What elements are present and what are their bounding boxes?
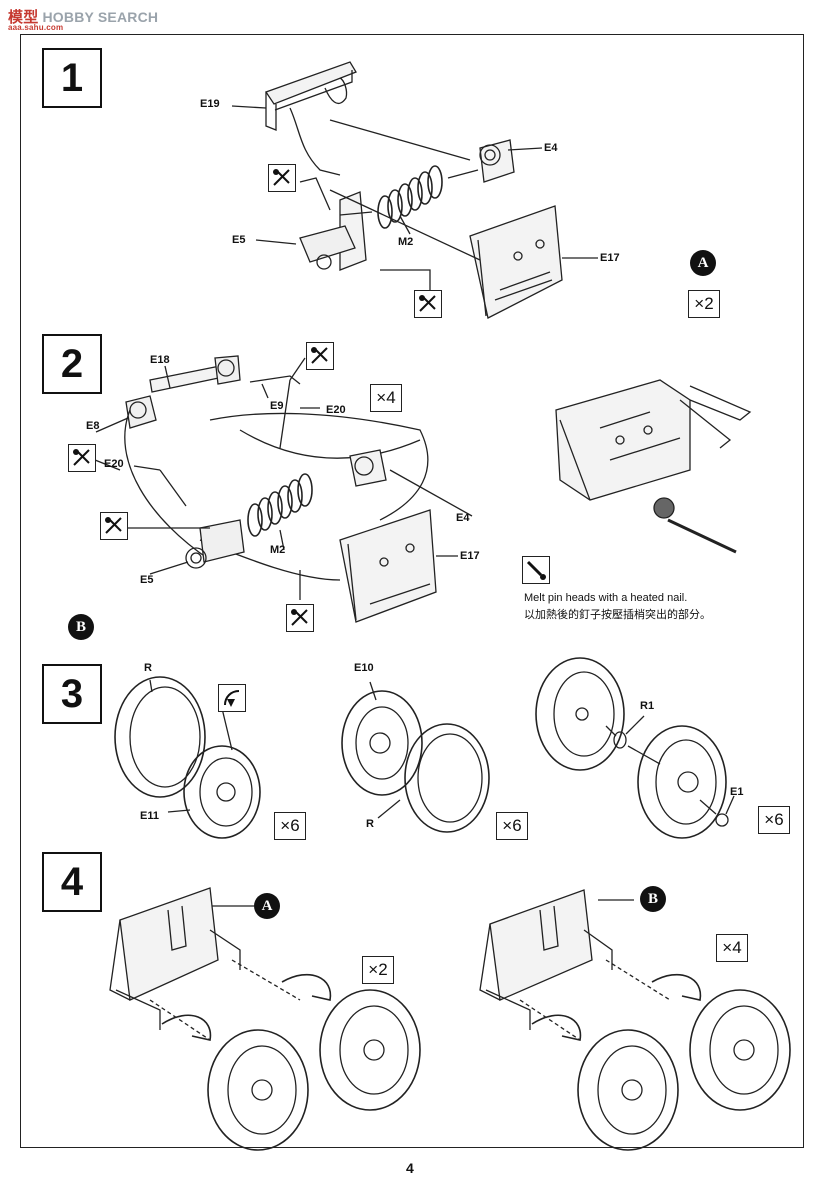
step3-drawing xyxy=(114,657,735,839)
subassembly-marker-b: B xyxy=(68,614,94,640)
watermark-text: HOBBY SEARCH xyxy=(42,9,159,25)
quantity-badge: ×2 xyxy=(688,290,720,318)
part-label-e18: E18 xyxy=(150,354,170,366)
quantity-badge: ×6 xyxy=(496,812,528,840)
heated-nail-icon xyxy=(522,556,550,584)
note-english: Melt pin heads with a heated nail. xyxy=(524,592,688,604)
page-frame xyxy=(20,34,804,1148)
step-number-4: 4 xyxy=(42,852,102,912)
subassembly-marker-a: A xyxy=(690,250,716,276)
part-label-e20: E20 xyxy=(104,458,124,470)
glue-icon xyxy=(68,444,96,472)
step2-drawing xyxy=(94,355,473,623)
glue-icon xyxy=(414,290,442,318)
watermark-logo: 模型 xyxy=(8,9,39,26)
watermark: 模型 HOBBY SEARCH aaa.sahu.com xyxy=(8,6,159,32)
quantity-badge: ×6 xyxy=(758,806,790,834)
glue-icon xyxy=(306,342,334,370)
part-label-r1: R1 xyxy=(640,700,655,712)
step-number-2: 2 xyxy=(42,334,102,394)
part-label-r: R xyxy=(366,818,374,830)
part-label-e5: E5 xyxy=(140,574,154,586)
part-label-m2: M2 xyxy=(270,544,286,556)
part-label-r: R xyxy=(144,662,152,674)
quantity-badge: ×6 xyxy=(274,812,306,840)
heated-nail-drawing xyxy=(555,379,752,554)
quantity-badge: ×4 xyxy=(716,934,748,962)
subassembly-marker-a: A xyxy=(254,893,280,919)
part-label-e17: E17 xyxy=(460,550,480,562)
step-number-1: 1 xyxy=(42,48,102,108)
watermark-sub: aaa.sahu.com xyxy=(8,23,64,32)
glue-icon xyxy=(100,512,128,540)
paint-icon xyxy=(218,684,246,712)
step1-drawing xyxy=(231,61,598,319)
part-label-e10: E10 xyxy=(354,662,374,674)
part-label-e4: E4 xyxy=(456,512,470,524)
part-label-e9: E9 xyxy=(270,400,284,412)
step-number-3: 3 xyxy=(42,664,102,724)
part-label-e17: E17 xyxy=(600,252,620,264)
part-label-e19: E19 xyxy=(200,98,220,110)
quantity-badge: ×4 xyxy=(370,384,402,412)
part-label-e8: E8 xyxy=(86,420,100,432)
glue-icon xyxy=(268,164,296,192)
part-label-e1: E1 xyxy=(730,786,744,798)
glue-icon xyxy=(286,604,314,632)
note-chinese: 以加熱後的釘子按壓插梢突出的部分。 xyxy=(524,609,711,621)
quantity-badge: ×2 xyxy=(362,956,394,984)
step4-drawing xyxy=(109,887,791,1151)
part-label-m2: M2 xyxy=(398,236,414,248)
part-label-e4: E4 xyxy=(544,142,558,154)
subassembly-marker-b: B xyxy=(640,886,666,912)
page-number: 4 xyxy=(406,1160,414,1176)
part-label-e5: E5 xyxy=(232,234,246,246)
part-label-e11: E11 xyxy=(140,810,159,822)
part-label-e20: E20 xyxy=(326,404,346,416)
